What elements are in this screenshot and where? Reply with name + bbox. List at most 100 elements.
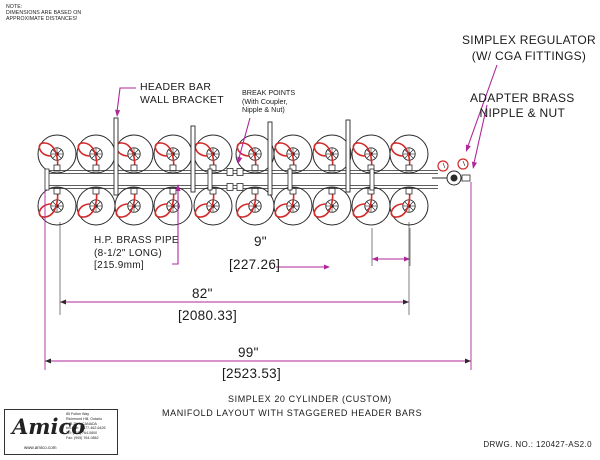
gas-cylinder: [114, 186, 154, 226]
callout-line: WALL BRACKET: [140, 94, 224, 106]
company-address: 85 Fulton Way Richmond Hill, Ontario L4B…: [66, 412, 106, 441]
check-valve: [92, 187, 100, 195]
callout-leaders: [115, 64, 498, 265]
pigtail-hose: [154, 142, 175, 171]
dimension-arrow: [465, 358, 471, 364]
pigtail-hose: [313, 142, 334, 171]
leader-arrowhead: [471, 161, 477, 169]
dimension-arrow: [324, 264, 330, 270]
header-bar-leader: [116, 87, 136, 113]
cylinder-outline: [273, 186, 313, 226]
break-coupler: [226, 168, 234, 176]
pigtail-hose: [115, 188, 136, 218]
company-logo-block: [4, 409, 118, 455]
note-line: DIMENSIONS ARE BASED ON: [6, 10, 82, 16]
cylinder-outline: [37, 186, 77, 226]
callout-line: (8-1/2" LONG): [94, 247, 163, 259]
note-line: APPROXIMATE DISTANCES!: [6, 16, 78, 22]
break-points-leader: [238, 117, 251, 159]
pigtail-hose: [77, 142, 98, 171]
simplex-regulator: [432, 158, 471, 186]
callout-line: [215.9mm]: [94, 260, 144, 271]
gas-cylinder: [153, 134, 193, 174]
check-valve: [289, 164, 297, 172]
drawing-number: DRWG. NO.: 120427-AS2.0: [483, 440, 592, 449]
gas-cylinder: [37, 186, 77, 226]
spacing-dimension-imperial: 9": [254, 234, 267, 249]
callout-line: (With Coupler,: [242, 96, 288, 106]
wall-bracket-group: [113, 117, 351, 196]
pigtail-hose: [38, 142, 59, 171]
cylinder-outline: [153, 186, 193, 226]
wall-bracket: [190, 125, 196, 193]
span-82-metric: [2080.33]: [178, 308, 238, 323]
gas-cylinder: [351, 134, 391, 174]
cylinder-outline: [312, 186, 352, 226]
dimension-note: NOTE: DIMENSIONS ARE BASED ON APPROXIMAT…: [6, 4, 81, 22]
cylinder-outline: [114, 186, 154, 226]
wall-bracket: [113, 117, 119, 196]
gas-cylinder: [37, 134, 77, 174]
cylinder-group: [37, 134, 429, 226]
cylinder-outline: [193, 186, 233, 226]
check-valve: [209, 187, 217, 195]
adapter-callout: ADAPTER BRASS NIPPLE & NUT: [470, 91, 575, 121]
check-valve: [289, 187, 297, 195]
company-website: www.amico.com: [24, 445, 57, 450]
address-line: toll-free: 1-877-462-6426: [66, 426, 106, 431]
check-valve: [169, 164, 177, 172]
header-bar-callout: HEADER BAR WALL BRACKET: [140, 81, 224, 107]
check-valve: [251, 164, 259, 172]
pigtail-hose: [390, 188, 411, 218]
pressure-gauge-right: [457, 158, 469, 170]
dimension-arrow: [403, 299, 409, 305]
pigtail-hose: [236, 188, 257, 218]
gas-cylinder: [193, 186, 233, 226]
regulator-leader: [467, 64, 498, 147]
adapter-nipple: [461, 174, 471, 182]
break-coupler: [236, 183, 244, 191]
check-valve: [405, 164, 413, 172]
pipe-callout: H.P. BRASS PIPE (8-1/2" LONG) [215.9mm]: [94, 235, 179, 273]
leader-arrowhead: [175, 184, 181, 191]
callout-line: BREAK POINTS: [242, 88, 296, 97]
check-valve: [209, 164, 217, 172]
address-line: Tel: (905) 764-0800: [66, 431, 98, 436]
check-valve: [53, 187, 61, 195]
pigtail-hose: [274, 142, 295, 171]
callout-line: ADAPTER BRASS: [470, 91, 575, 105]
gas-cylinder: [312, 134, 352, 174]
gas-cylinder: [114, 134, 154, 174]
gauge-needle: [462, 160, 466, 167]
leader-arrowhead: [465, 144, 471, 152]
callout-line: SIMPLEX REGULATOR: [462, 33, 597, 47]
company-logo: Amico: [12, 414, 86, 439]
span-99-metric: [2523.53]: [222, 366, 282, 381]
gas-cylinder: [389, 186, 429, 226]
pipe-tee: [287, 168, 293, 191]
check-valve: [405, 187, 413, 195]
gas-cylinder: [312, 186, 352, 226]
callout-line: NIPPLE & NUT: [479, 106, 566, 120]
break-coupler: [236, 168, 244, 176]
pressure-gauge-left: [437, 160, 449, 172]
check-valve: [53, 164, 61, 172]
pigtail-hose: [115, 142, 136, 171]
callout-line: Nipple & Nut): [242, 105, 285, 115]
gas-cylinder: [193, 134, 233, 174]
wall-bracket: [267, 121, 273, 196]
check-valve: [130, 164, 138, 172]
break-points-callout: BREAK POINTS (With Coupler, Nipple & Nut…: [242, 88, 296, 115]
gas-cylinder: [273, 134, 313, 174]
cylinder-outline: [389, 134, 429, 174]
check-valve: [328, 187, 336, 195]
gas-cylinder: [273, 186, 313, 226]
dimension-arrow: [404, 256, 410, 262]
check-valve: [328, 164, 336, 172]
gas-cylinder: [351, 186, 391, 226]
callout-line: HEADER BAR: [140, 81, 212, 93]
gas-cylinder: [76, 134, 116, 174]
pigtail-hose: [352, 188, 373, 218]
pigtail-hose: [77, 188, 98, 218]
